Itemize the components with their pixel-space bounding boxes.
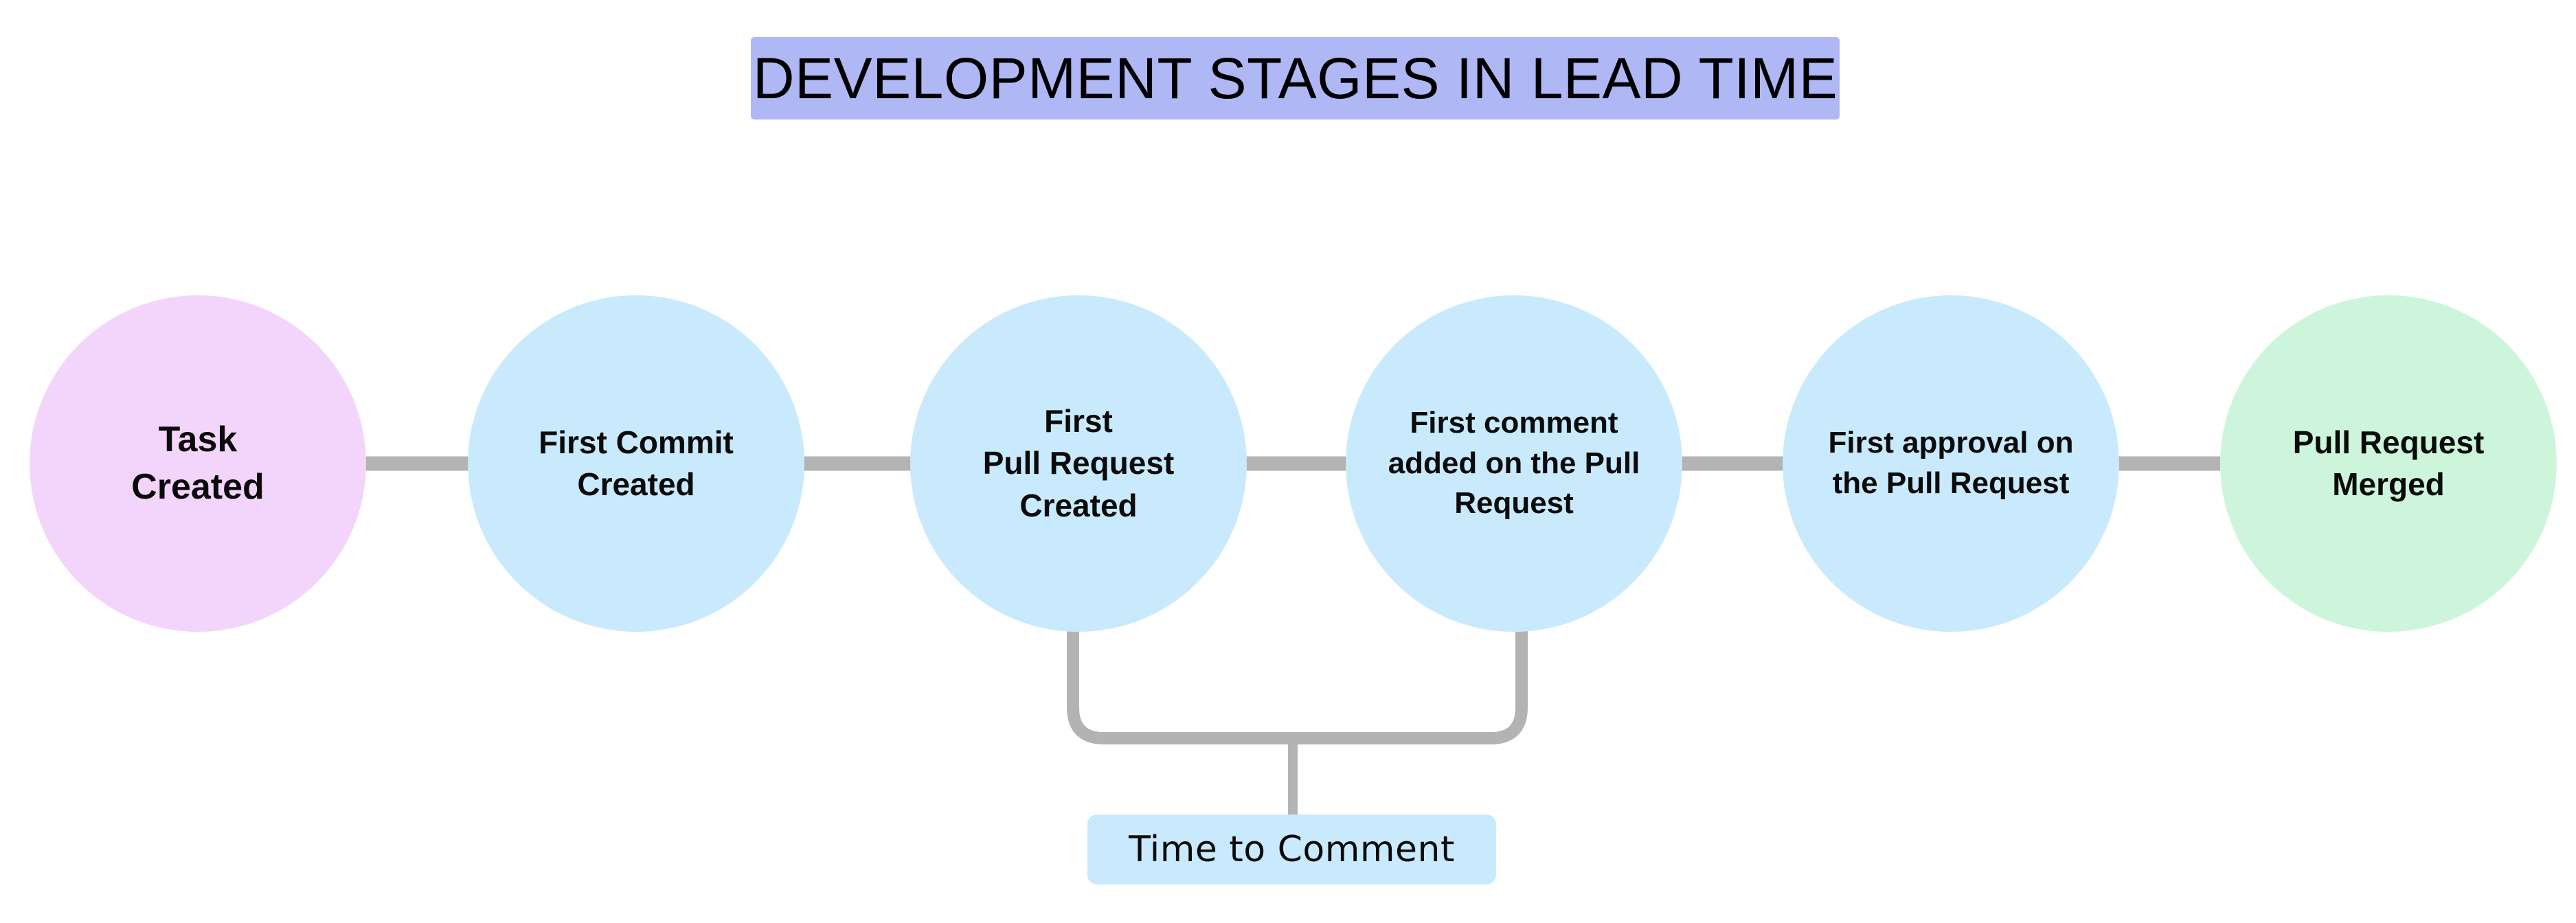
node-pull-request-merged-label: Pull Request Merged bbox=[2292, 424, 2485, 502]
node-first-comment-added[interactable]: First comment added on the Pull Request bbox=[1346, 295, 1682, 632]
node-first-comment-added-label: First comment added on the Pull Request bbox=[1388, 406, 1640, 521]
node-first-approval[interactable]: First approval on the Pull Request bbox=[1783, 295, 2119, 632]
node-task-created-label: Task Created bbox=[131, 419, 264, 507]
node-task-created[interactable]: Task Created bbox=[30, 295, 366, 632]
node-first-pull-request-created-label: First Pull Request Created bbox=[982, 403, 1175, 523]
page-title: DEVELOPMENT STAGES IN LEAD TIME bbox=[752, 46, 1838, 111]
node-first-pull-request-created[interactable]: First Pull Request Created bbox=[910, 295, 1247, 632]
node-first-commit-created-label: First Commit Created bbox=[539, 424, 734, 502]
node-first-approval-label: First approval on the Pull Request bbox=[1828, 426, 2074, 500]
node-pull-request-merged[interactable]: Pull Request Merged bbox=[2220, 295, 2557, 632]
diagram-title-banner: DEVELOPMENT STAGES IN LEAD TIME bbox=[751, 37, 1840, 119]
annotation-time-to-comment-label: Time to Comment bbox=[1129, 829, 1455, 870]
annotation-time-to-comment[interactable]: Time to Comment bbox=[1087, 814, 1496, 885]
annotation-bracket bbox=[1067, 626, 1528, 744]
node-first-commit-created[interactable]: First Commit Created bbox=[468, 295, 804, 632]
